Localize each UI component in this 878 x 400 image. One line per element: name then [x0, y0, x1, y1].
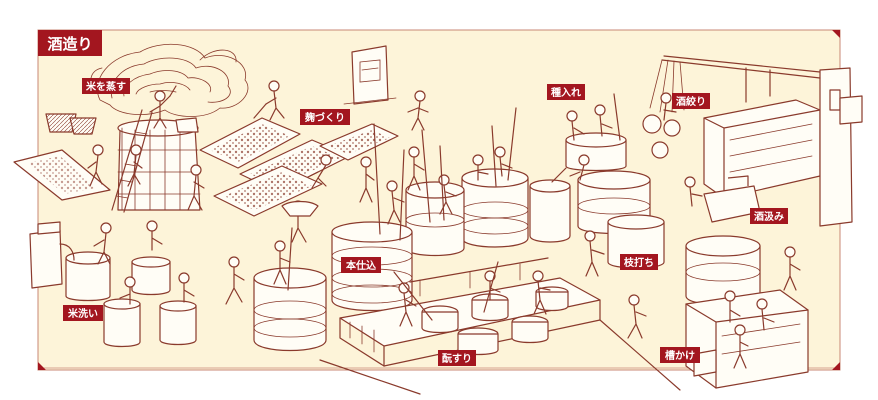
svg-text:麹づくり: 麹づくり — [304, 111, 345, 124]
svg-text:酒汲み: 酒汲み — [754, 210, 784, 223]
label-moto-suri: 酛すり — [438, 350, 476, 366]
water-pump — [29, 221, 75, 289]
vat-far-right — [685, 235, 761, 306]
rice-tray-left — [13, 149, 111, 201]
vat-front-left — [253, 267, 327, 352]
svg-text:米を蒸す: 米を蒸す — [86, 80, 126, 93]
label-sake-kumi: 酒汲み — [750, 208, 788, 224]
fune-press-box — [685, 289, 809, 389]
press-machine — [642, 55, 863, 227]
corner-top-right — [832, 30, 840, 38]
svg-text:種入れ: 種入れ — [551, 86, 581, 99]
koji-trays — [199, 117, 399, 217]
title-text: 酒造り — [47, 35, 92, 53]
rice-steamer — [117, 117, 201, 211]
label-kome-wo-musu: 米を蒸す — [82, 78, 130, 94]
vat-center-left — [405, 181, 465, 257]
label-eda-uchi: 枝打ち — [620, 254, 658, 270]
svg-text:本仕込: 本仕込 — [346, 259, 376, 272]
corner-bottom-right — [832, 362, 840, 370]
svg-text:米洗い: 米洗い — [68, 307, 98, 320]
svg-text:枝打ち: 枝打ち — [623, 256, 654, 269]
svg-text:酒絞り: 酒絞り — [676, 95, 706, 108]
label-sake-shibori: 酒絞り — [672, 93, 710, 109]
label-hon-shikomi: 本仕込 — [341, 257, 381, 273]
label-koji-zukuri: 麹づくり — [300, 109, 350, 125]
svg-text:酛すり: 酛すり — [442, 353, 472, 365]
steam-cloud — [90, 43, 249, 117]
vat-center-back — [461, 168, 529, 248]
label-fune-kake: 槽かけ — [660, 347, 700, 363]
svg-text:槽かけ: 槽かけ — [665, 349, 695, 362]
title-badge: 酒造り — [38, 30, 102, 56]
corner-bottom-left — [38, 362, 46, 370]
motosuri-platform — [339, 257, 601, 367]
label-kome-arai: 米洗い — [63, 305, 103, 321]
label-tane-ire: 種入れ — [547, 84, 585, 100]
storehouse-sketch — [343, 45, 397, 105]
workers — [87, 80, 801, 369]
floor-outline — [319, 319, 681, 395]
rice-baskets — [45, 113, 97, 135]
tane-vat — [565, 132, 627, 172]
